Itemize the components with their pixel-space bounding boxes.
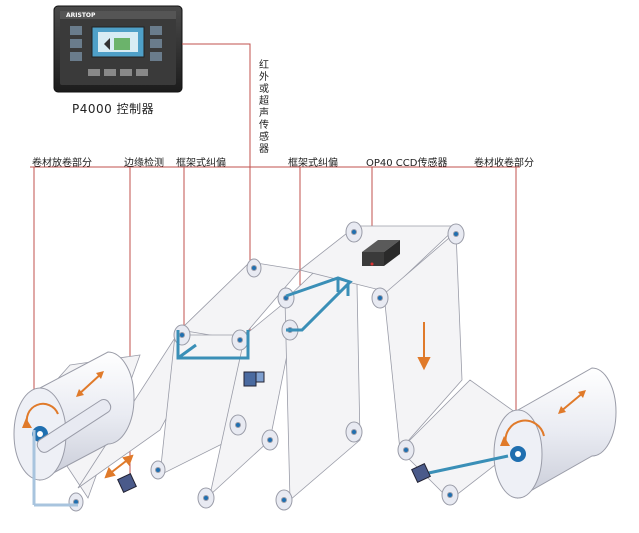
rotation-arrow-icon [504, 419, 545, 445]
label-frame-guide-1: 框架式纠偏 [176, 158, 226, 169]
roller [371, 287, 389, 309]
controller-right-buttons [150, 26, 162, 61]
roller [397, 439, 415, 461]
web-direction-arrow-icon [104, 322, 431, 479]
traverse-arrow-icon [77, 372, 103, 396]
p4000-controller [53, 5, 183, 93]
roller [441, 484, 459, 506]
label-frame-guide-2: 框架式纠偏 [288, 158, 338, 169]
roller [277, 287, 295, 309]
sensor-vertical-label: 红外或超声传感器 [259, 60, 269, 155]
label-unwind: 卷材放卷部分 [32, 158, 92, 169]
ccd-sensor-icon [362, 240, 400, 266]
roller [231, 329, 249, 351]
edge-detect-sensor-icon [117, 473, 137, 493]
idler-rollers [36, 221, 465, 512]
roller [345, 221, 363, 243]
roller [197, 487, 215, 509]
roller [173, 324, 191, 346]
rewind-guide-bar [423, 454, 509, 476]
frame-guide-1 [176, 330, 250, 360]
controller-left-buttons [70, 26, 82, 61]
rewind-sensor-icon [411, 463, 431, 483]
controller-title: P4000 控制器 [72, 102, 155, 116]
ultrasonic-sensor-icon [243, 371, 265, 387]
roller [150, 460, 166, 480]
roller [261, 429, 279, 451]
controller-brand: ARISTOP [66, 12, 96, 19]
label-ccd-sensor: OP40 CCD传感器 [366, 158, 448, 169]
roller [229, 414, 247, 436]
roller [447, 223, 465, 245]
traverse-arrow-icon [559, 391, 585, 413]
label-edge-detect: 边缘检测 [124, 158, 164, 169]
roller [345, 421, 363, 443]
rewind-roll [493, 367, 617, 499]
label-rewind: 卷材收卷部分 [474, 158, 534, 169]
roller [246, 258, 262, 278]
roller [275, 489, 293, 511]
controller-bottom-buttons [88, 69, 148, 76]
frame-guide-2 [285, 276, 353, 332]
